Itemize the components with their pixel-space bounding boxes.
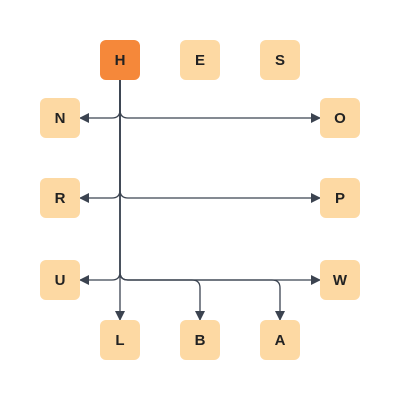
edge-h-u [79, 80, 121, 285]
edge-h-a [119, 80, 285, 321]
node-b: B [180, 320, 220, 360]
node-e: E [180, 40, 220, 80]
node-w: W [320, 260, 360, 300]
edge-h-w [119, 80, 321, 285]
node-s: S [260, 40, 300, 80]
edge-h-o [119, 80, 321, 123]
edge-h-n [79, 80, 121, 123]
node-l: L [100, 320, 140, 360]
node-u: U [40, 260, 80, 300]
node-p: P [320, 178, 360, 218]
node-n: N [40, 98, 80, 138]
node-o: O [320, 98, 360, 138]
edge-h-r [79, 80, 121, 203]
node-r: R [40, 178, 80, 218]
edge-h-p [119, 80, 321, 203]
node-h: H [100, 40, 140, 80]
node-a: A [260, 320, 300, 360]
edge-h-b [119, 80, 205, 321]
